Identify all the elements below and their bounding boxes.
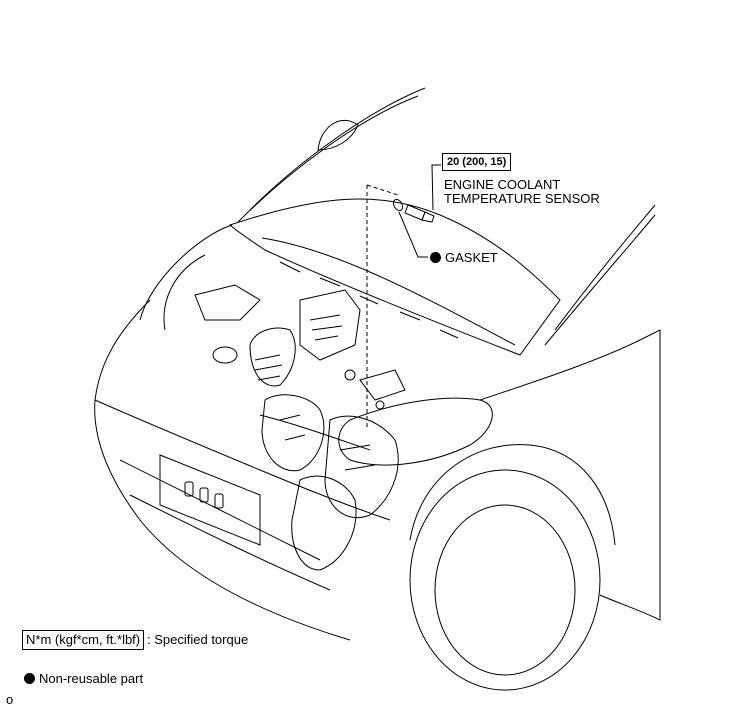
torque-units-box: N*m (kgf*cm, ft.*lbf) [22, 630, 145, 650]
engine-assembly [194, 284, 406, 571]
license-plate [159, 454, 261, 546]
torque-legend-text: : Specified torque [147, 632, 249, 647]
windshield-left-edge-inner [237, 95, 419, 223]
torque-spec-box: 20 (200, 15) [442, 153, 512, 171]
hood [229, 198, 561, 356]
sensor-location-leader [366, 184, 399, 430]
corner-text: o [6, 692, 14, 707]
sensor-label-line2: TEMPERATURE SENSOR [444, 191, 600, 206]
nonreusable-dot-icon [430, 252, 441, 263]
front-fender [479, 329, 661, 621]
windshield-right-edge [554, 204, 656, 331]
nonreusable-legend: Non-reusable part [24, 671, 143, 687]
coolant-sensor-part [404, 204, 435, 223]
nonreusable-legend-text: Non-reusable part [39, 671, 144, 686]
side-mirror [317, 119, 359, 151]
nonreusable-legend-dot-icon [24, 673, 35, 684]
gasket-label: GASKET [430, 250, 498, 266]
sensor-leader-line [431, 164, 441, 211]
front-bumper [94, 299, 351, 641]
windshield-left-edge [249, 87, 426, 211]
gasket-leader-line [398, 211, 428, 258]
gasket-part [392, 198, 404, 212]
sensor-label-line1: ENGINE COOLANT [444, 177, 561, 192]
headlight [338, 397, 493, 466]
gasket-label-text: GASKET [445, 250, 498, 265]
front-wheel [409, 469, 601, 691]
